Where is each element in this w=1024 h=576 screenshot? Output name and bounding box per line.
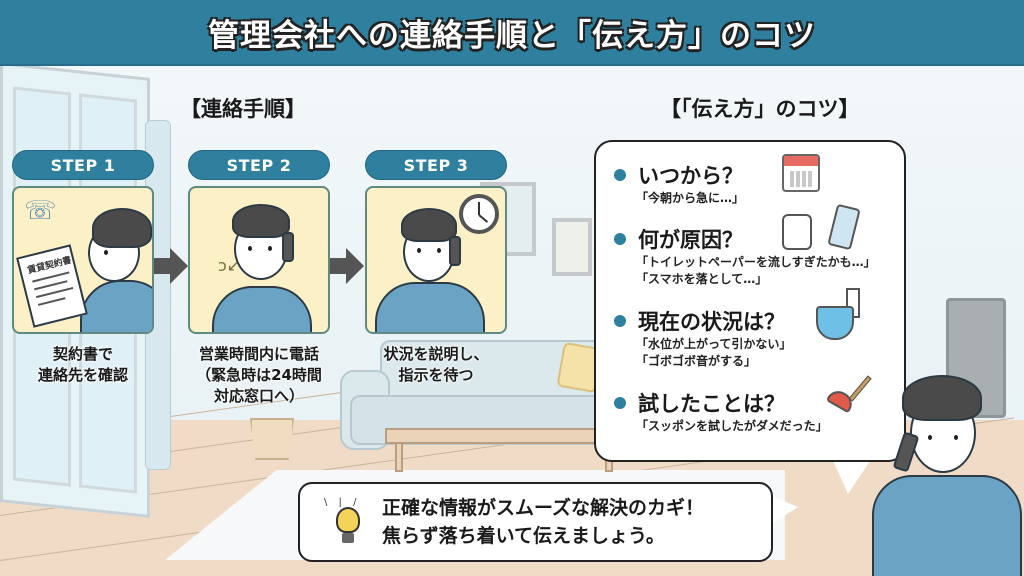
toilet-paper-icon [782,214,812,250]
arrow-right-icon [154,248,188,284]
coffee-table [385,428,625,444]
tips-speech-bubble: いつから？ 「今朝から急に…」 何が原因？ 「トイレットペーパーを流しすぎたかも… [594,140,906,462]
message-text: 正確な情報がスムーズな解決のカギ！ 焦らず落ち着いて伝えましょう。 [382,497,705,547]
toilet-icon [816,288,862,344]
procedure-heading: 【連絡手順】 [180,97,306,121]
phone-ringing-icon: ☏ [24,196,57,226]
calendar-icon [782,154,820,192]
step-1: STEP 1 ☏ 賃貸契約書 契約書で 連絡先を確認 [12,150,154,386]
contract-document: 賃貸契約書 [16,244,88,328]
sigh-icon: ↄ↙ [218,256,241,275]
step-caption: 営業時間内に電話 （緊急時は24時間 対応窓口へ） [196,345,322,405]
bullet-icon [614,233,626,245]
step-caption: 状況を説明し、 指示を待つ [383,345,489,384]
tip-item: 現在の状況は？ 「水位が上がって引かない」 「ゴボゴボ音がする」 [614,306,791,370]
wall-picture [552,218,592,276]
step-illustration: ↄ↙ [188,186,330,334]
plant-pot [250,418,294,460]
bullet-icon [614,315,626,327]
step-2: STEP 2 ↄ↙ 営業時間内に電話 （緊急時は24時間 対応窓口へ） [188,150,330,407]
step-label: STEP 3 [365,150,507,180]
step-label: STEP 1 [12,150,154,180]
step-illustration: ☏ 賃貸契約書 [12,186,154,334]
page-title: 管理会社への連絡手順と「伝え方」のコツ [208,17,816,54]
arrow-right-icon [330,248,364,284]
message-bubble: \ | / 正確な情報がスムーズな解決のカギ！ 焦らず落ち着いて伝えましょう。 [298,482,773,562]
step-3: STEP 3 状況を説明し、 指示を待つ [365,150,507,386]
lightbulb-icon: \ | / [324,497,366,547]
person-on-phone [858,365,1024,576]
step-caption: 契約書で 連絡先を確認 [37,345,128,384]
title-bar: 管理会社への連絡手順と「伝え方」のコツ [0,0,1024,66]
bullet-icon [614,397,626,409]
tip-item: 何が原因？ 「トイレットペーパーを流しすぎたかも…」 「スマホを落として…」 [614,224,876,288]
tip-item: 試したことは？ 「スッポンを試したがダメだった」 [614,388,828,435]
tip-item: いつから？ 「今朝から急に…」 [614,160,744,207]
bullet-icon [614,169,626,181]
step-illustration [365,186,507,334]
table-leg [395,442,403,472]
tips-heading: 【「伝え方」のコツ】 [660,97,860,121]
step-label: STEP 2 [188,150,330,180]
clock-icon [459,194,499,234]
